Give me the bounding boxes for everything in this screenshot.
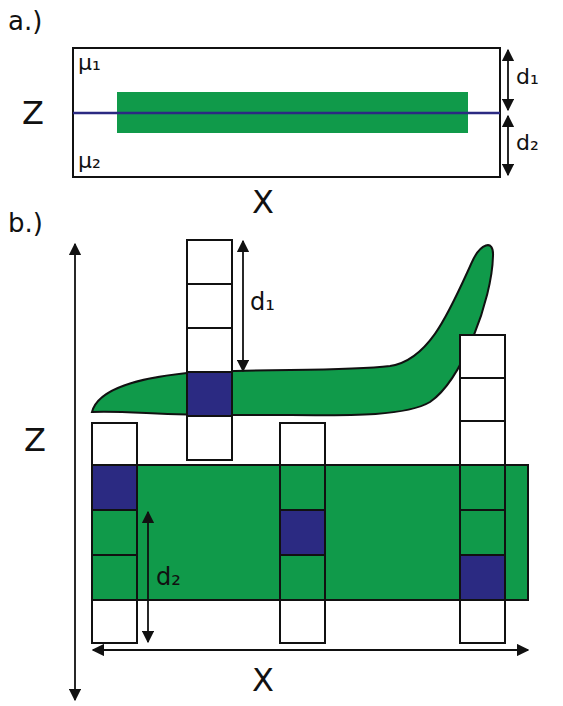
curved-tissue (92, 245, 493, 415)
axis-label: Z (22, 97, 44, 129)
panel-letter: a.) (8, 8, 42, 34)
axis-label: Z (24, 424, 46, 456)
dimension-arrow (507, 50, 509, 110)
dimension-label: d₁ (250, 290, 275, 314)
panel-letter: b.) (8, 210, 43, 236)
parameter-label: μ₁ (78, 52, 101, 74)
axis-label: X (252, 186, 274, 218)
axis-arrow (74, 244, 76, 700)
voxel-column (187, 240, 232, 460)
voxel-column (280, 423, 325, 643)
voxel-column (92, 423, 137, 643)
dimension-label: d₁ (516, 66, 539, 88)
voxel-column (460, 335, 505, 643)
panel-frame (73, 48, 500, 177)
axis-arrow (93, 649, 528, 651)
dimension-arrow (507, 116, 509, 175)
dimension-label: d₂ (156, 565, 181, 589)
dimension-arrow (242, 241, 244, 371)
dimension-label: d₂ (516, 132, 539, 154)
tissue-block (92, 465, 528, 600)
interface-line (73, 112, 500, 115)
dimension-arrow (147, 512, 149, 642)
axis-label: X (252, 664, 274, 696)
parameter-label: μ₂ (78, 150, 101, 172)
